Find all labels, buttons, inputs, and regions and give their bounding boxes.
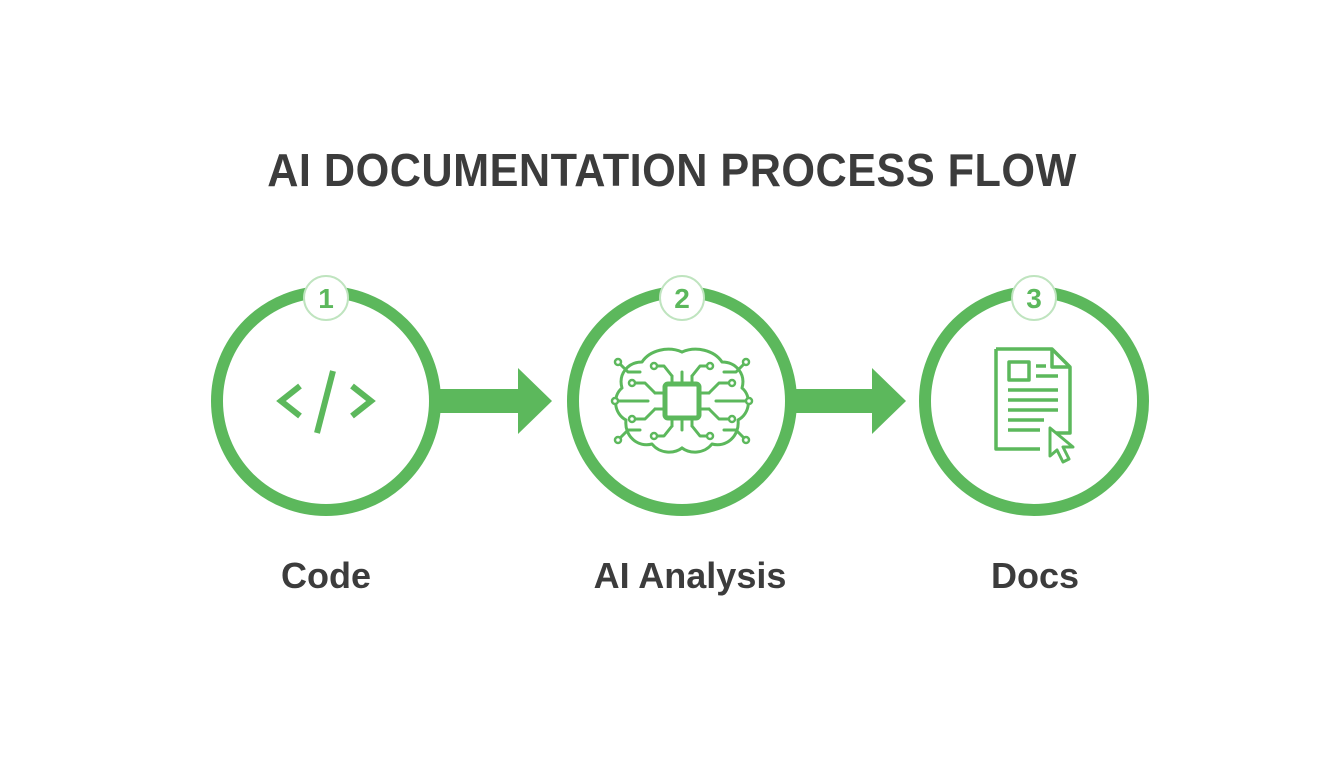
step-1-label: Code <box>281 555 371 596</box>
diagram-title: AI DOCUMENTATION PROCESS FLOW <box>267 144 1077 196</box>
step-3-label: Docs <box>990 555 1080 596</box>
step-1-number: 1 <box>318 283 334 314</box>
code-brackets-icon <box>276 370 376 434</box>
step-3-node: 3 <box>919 275 1149 516</box>
step-1-badge: 1 <box>303 275 349 321</box>
step-1-node: 1 <box>211 275 441 516</box>
flow-arrow-2 <box>796 368 906 434</box>
step-3-badge: 3 <box>1011 275 1057 321</box>
step-3-number: 3 <box>1026 283 1042 314</box>
document-cursor-icon <box>994 347 1075 464</box>
flow-arrow-1 <box>440 368 552 434</box>
step-2-node: 2 <box>567 275 797 516</box>
step-2-label: AI Analysis <box>593 555 787 596</box>
step-2-number: 2 <box>674 283 690 314</box>
brain-chip-nodes <box>610 357 754 445</box>
step-2-badge: 2 <box>659 275 705 321</box>
